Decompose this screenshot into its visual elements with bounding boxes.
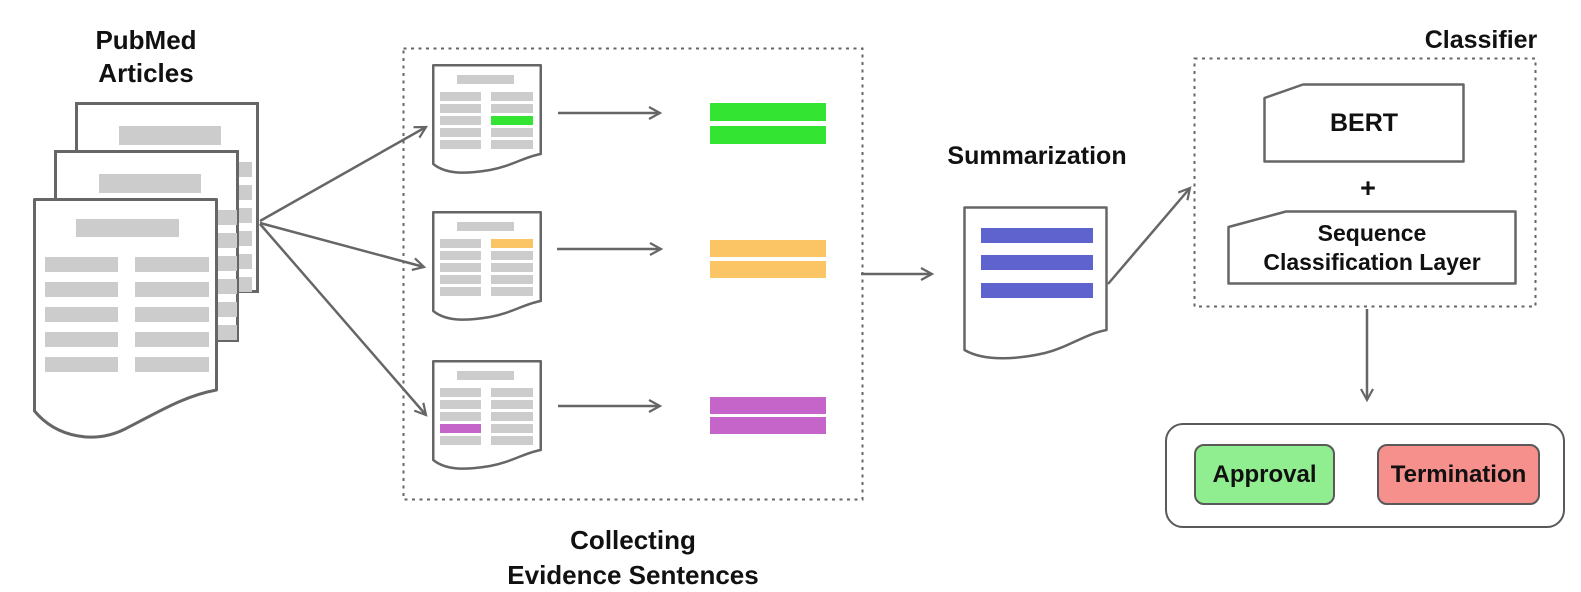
pubmed-page-front <box>33 198 218 439</box>
approval-output: Approval <box>1194 444 1335 505</box>
evidence-highlight-magenta <box>440 424 481 433</box>
collecting-evidence-label: Collecting Evidence Sentences <box>507 523 758 592</box>
collecting-evidence-label-line1: Collecting <box>570 525 696 555</box>
doc-text-line <box>440 275 481 284</box>
arrow-summary-to-classifier <box>1107 186 1192 285</box>
doc-text-line <box>491 140 533 149</box>
doc-text-line <box>45 257 118 272</box>
doc-text-line <box>491 104 533 113</box>
collecting-evidence-label-line2: Evidence Sentences <box>507 560 759 590</box>
sequence-layer-label-line2: Classification Layer <box>1263 248 1481 275</box>
sequence-layer-label-line1: Sequence <box>1317 219 1427 246</box>
doc-title-line <box>457 222 514 231</box>
doc-title-line <box>119 126 221 145</box>
doc-text-line <box>440 436 481 445</box>
doc-text-line <box>491 287 533 296</box>
doc-text-line <box>491 388 533 397</box>
sentence-bar-magenta <box>710 397 826 414</box>
evidence-highlight-orange <box>491 239 533 248</box>
doc-text-line <box>440 251 481 260</box>
doc-text-line <box>440 400 481 409</box>
doc-text-line <box>45 357 118 372</box>
summary-sentence-bar <box>981 283 1093 298</box>
evidence-document-3 <box>432 360 542 470</box>
bert-node: BERT <box>1263 83 1465 163</box>
pubmed-articles-label: PubMed Articles <box>95 24 196 90</box>
evidence-highlight-green <box>491 116 533 125</box>
sequence-classification-layer-node: Sequence Classification Layer <box>1227 210 1517 285</box>
arrow-articles-to-doc3 <box>259 223 428 417</box>
evidence-document-1 <box>432 64 542 174</box>
termination-output: Termination <box>1377 444 1540 505</box>
doc-text-line <box>440 128 481 137</box>
sentence-bar-green <box>710 103 826 121</box>
sentence-bar-green <box>710 126 826 144</box>
doc-text-line <box>45 307 118 322</box>
doc-text-line <box>491 424 533 433</box>
sentence-bar-orange <box>710 261 826 278</box>
sentence-bar-orange <box>710 240 826 257</box>
arrow-articles-to-doc1 <box>259 125 428 223</box>
classifier-label: Classifier <box>1424 26 1538 54</box>
document-outline <box>963 206 1108 360</box>
summary-document <box>963 206 1108 360</box>
arrow-articles-to-doc2 <box>259 221 427 272</box>
doc-text-line <box>491 263 533 272</box>
sequence-classification-layer-label: Sequence Classification Layer <box>1227 210 1517 285</box>
doc-text-line <box>440 263 481 272</box>
pubmed-articles-label-line2: Articles <box>98 58 194 88</box>
pubmed-articles-label-line1: PubMed <box>95 25 197 55</box>
bert-node-label: BERT <box>1329 108 1399 137</box>
doc-text-line <box>440 116 481 125</box>
doc-text-line <box>135 332 209 347</box>
doc-text-line <box>491 275 533 284</box>
doc-text-line <box>440 239 481 248</box>
doc-text-line <box>491 412 533 421</box>
doc-text-line <box>45 282 118 297</box>
doc-text-line <box>491 128 533 137</box>
classification-output-box: Approval Termination <box>1165 423 1565 528</box>
doc-text-line <box>491 251 533 260</box>
doc-text-line <box>440 92 481 101</box>
summary-sentence-bar <box>981 228 1093 243</box>
doc-text-line <box>135 282 209 297</box>
evidence-document-2 <box>432 211 542 321</box>
doc-text-line <box>491 92 533 101</box>
plus-sign: + <box>1360 173 1376 203</box>
doc-text-line <box>491 400 533 409</box>
doc-text-line <box>440 388 481 397</box>
doc-title-line <box>457 371 514 380</box>
doc-title-line <box>457 75 514 84</box>
doc-text-line <box>135 357 209 372</box>
doc-text-line <box>135 257 209 272</box>
summarization-label: Summarization <box>947 142 1127 170</box>
doc-text-line <box>491 436 533 445</box>
sentence-bar-magenta <box>710 417 826 434</box>
doc-title-line <box>76 219 179 237</box>
doc-text-line <box>440 140 481 149</box>
doc-text-line <box>440 412 481 421</box>
doc-text-line <box>440 287 481 296</box>
doc-text-line <box>45 332 118 347</box>
doc-title-line <box>99 174 201 193</box>
summary-sentence-bar <box>981 255 1093 270</box>
doc-text-line <box>440 104 481 113</box>
doc-text-line <box>135 307 209 322</box>
